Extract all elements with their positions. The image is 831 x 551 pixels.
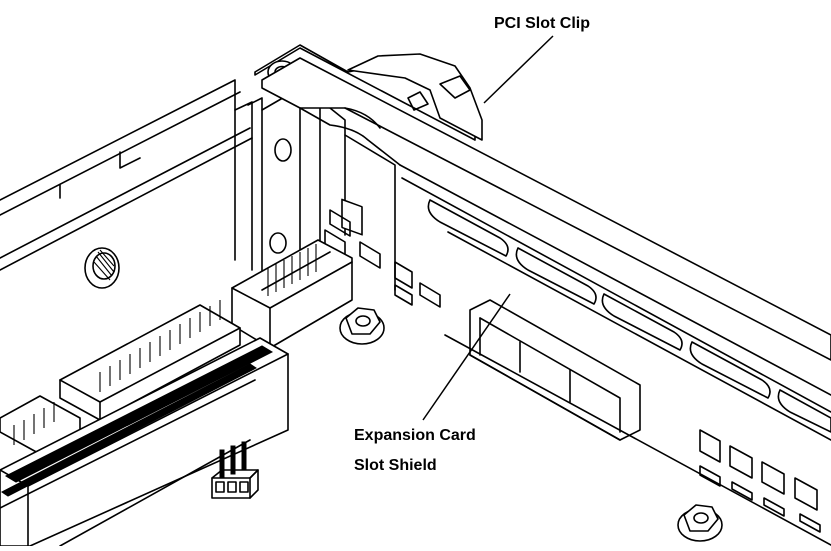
expansion-card-label: Expansion Card	[354, 427, 476, 444]
slot-shield-label: Slot Shield	[354, 457, 437, 474]
rail-slots	[427, 199, 831, 441]
expansion-card-leader	[422, 293, 511, 421]
motherboard-headers	[0, 239, 353, 547]
expansion-card-slot-shield	[469, 299, 641, 441]
chassis-side-wall	[0, 79, 263, 281]
side-wall-standoff	[84, 247, 120, 289]
pci-slot-clip-leader	[483, 35, 554, 104]
floor-grille	[444, 334, 831, 546]
pci-slot-clip-label: PCI Slot Clip	[494, 15, 590, 32]
hex-nut-lower	[677, 504, 723, 542]
hex-nut-upper	[339, 307, 385, 345]
top-rail	[261, 57, 831, 413]
